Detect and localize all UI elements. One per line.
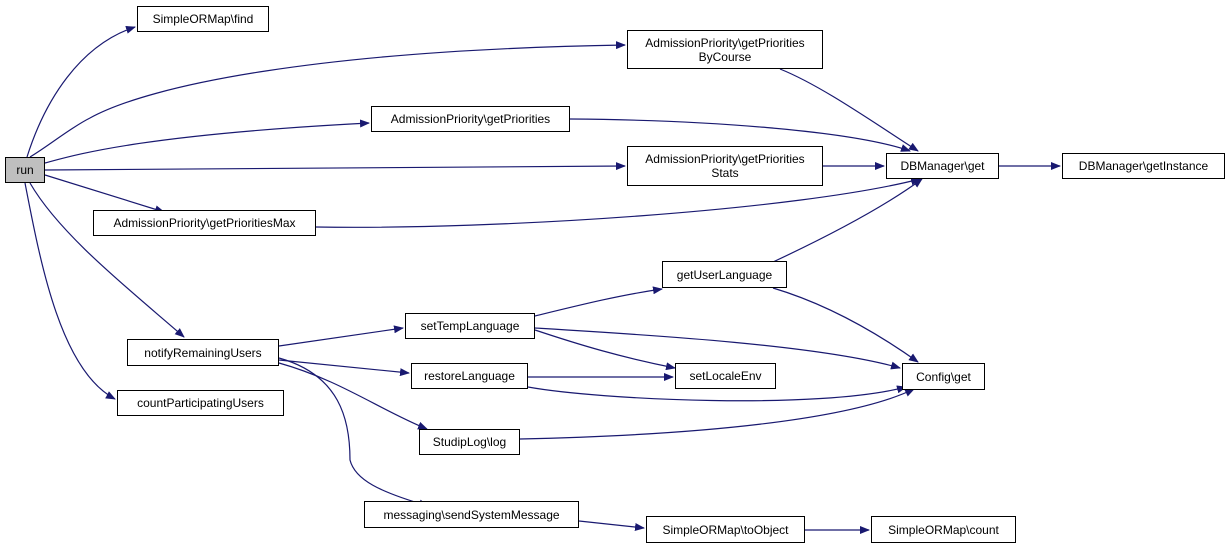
node-admissionpriority-getpriorities[interactable]: AdmissionPriority\getPriorities [371,106,570,132]
edge-run-to-getPrioritiesByCourse [29,41,626,158]
node-countparticipatingusers[interactable]: countParticipatingUsers [117,390,284,416]
node-dbmanager-getinstance[interactable]: DBManager\getInstance [1062,153,1225,179]
node-simpleormap-find[interactable]: SimpleORMap\find [137,6,269,32]
node-dbmanager-get[interactable]: DBManager\get [886,153,999,179]
edge-run-to-find [26,26,136,158]
edge-run-to-notifyRemainingUsers [29,182,185,338]
edge-notifyRemainingUsers-to-setTempLanguage [278,325,404,347]
node-restorelanguage[interactable]: restoreLanguage [411,363,528,389]
node-setlocaleenv[interactable]: setLocaleEnv [675,363,776,389]
edge-getUserLanguage-to-configGet [772,287,919,363]
edge-sendSystemMessage-to-toObject [578,520,645,532]
edge-studipLog-to-configGet [519,388,915,440]
edge-getPrioritiesMax-to-dbGet [315,177,921,228]
node-admissionpriority-getprioritiesbycourse[interactable]: AdmissionPriority\getPriorities ByCourse [627,30,823,69]
edge-run-to-getPriorities [44,119,370,164]
node-notifyremainingusers[interactable]: notifyRemainingUsers [127,339,279,366]
node-admissionpriority-getprioritiesstats[interactable]: AdmissionPriority\getPriorities Stats [627,146,823,186]
edge-run-to-getPrioritiesMax [44,174,165,214]
edge-getPriorities-to-dbGet [569,118,911,152]
edge-getPrioritiesByCourse-to-dbGet [779,68,919,152]
node-messaging-sendsystemmessage[interactable]: messaging\sendSystemMessage [364,501,579,528]
edge-run-to-getPrioritiesStats [44,162,626,171]
edge-notifyRemainingUsers-to-studipLog [278,362,428,430]
edge-setTempLanguage-to-configGet [534,327,901,370]
edge-restoreLanguage-to-configGet [527,385,907,402]
edge-notifyRemainingUsers-to-restoreLanguage [278,359,410,377]
node-run[interactable]: run [5,157,45,183]
edge-run-to-countParticipatingUsers [24,182,116,400]
node-settemplanguage[interactable]: setTempLanguage [405,313,535,339]
edge-setTempLanguage-to-getUserLanguage [534,286,663,317]
edge-setTempLanguage-to-setLocaleEnv [534,329,676,371]
node-getuserlanguage[interactable]: getUserLanguage [662,261,787,288]
node-config-get[interactable]: Config\get [902,363,985,390]
edge-getUserLanguage-to-dbGet [772,178,923,263]
node-studiplog-log[interactable]: StudipLog\log [419,429,520,455]
edge-notifyRemainingUsers-to-sendSystemMessage [278,357,429,508]
node-simpleormap-count[interactable]: SimpleORMap\count [871,516,1016,543]
node-simpleormap-toobject[interactable]: SimpleORMap\toObject [646,516,805,543]
node-admissionpriority-getprioritiesmax[interactable]: AdmissionPriority\getPrioritiesMax [93,210,316,236]
